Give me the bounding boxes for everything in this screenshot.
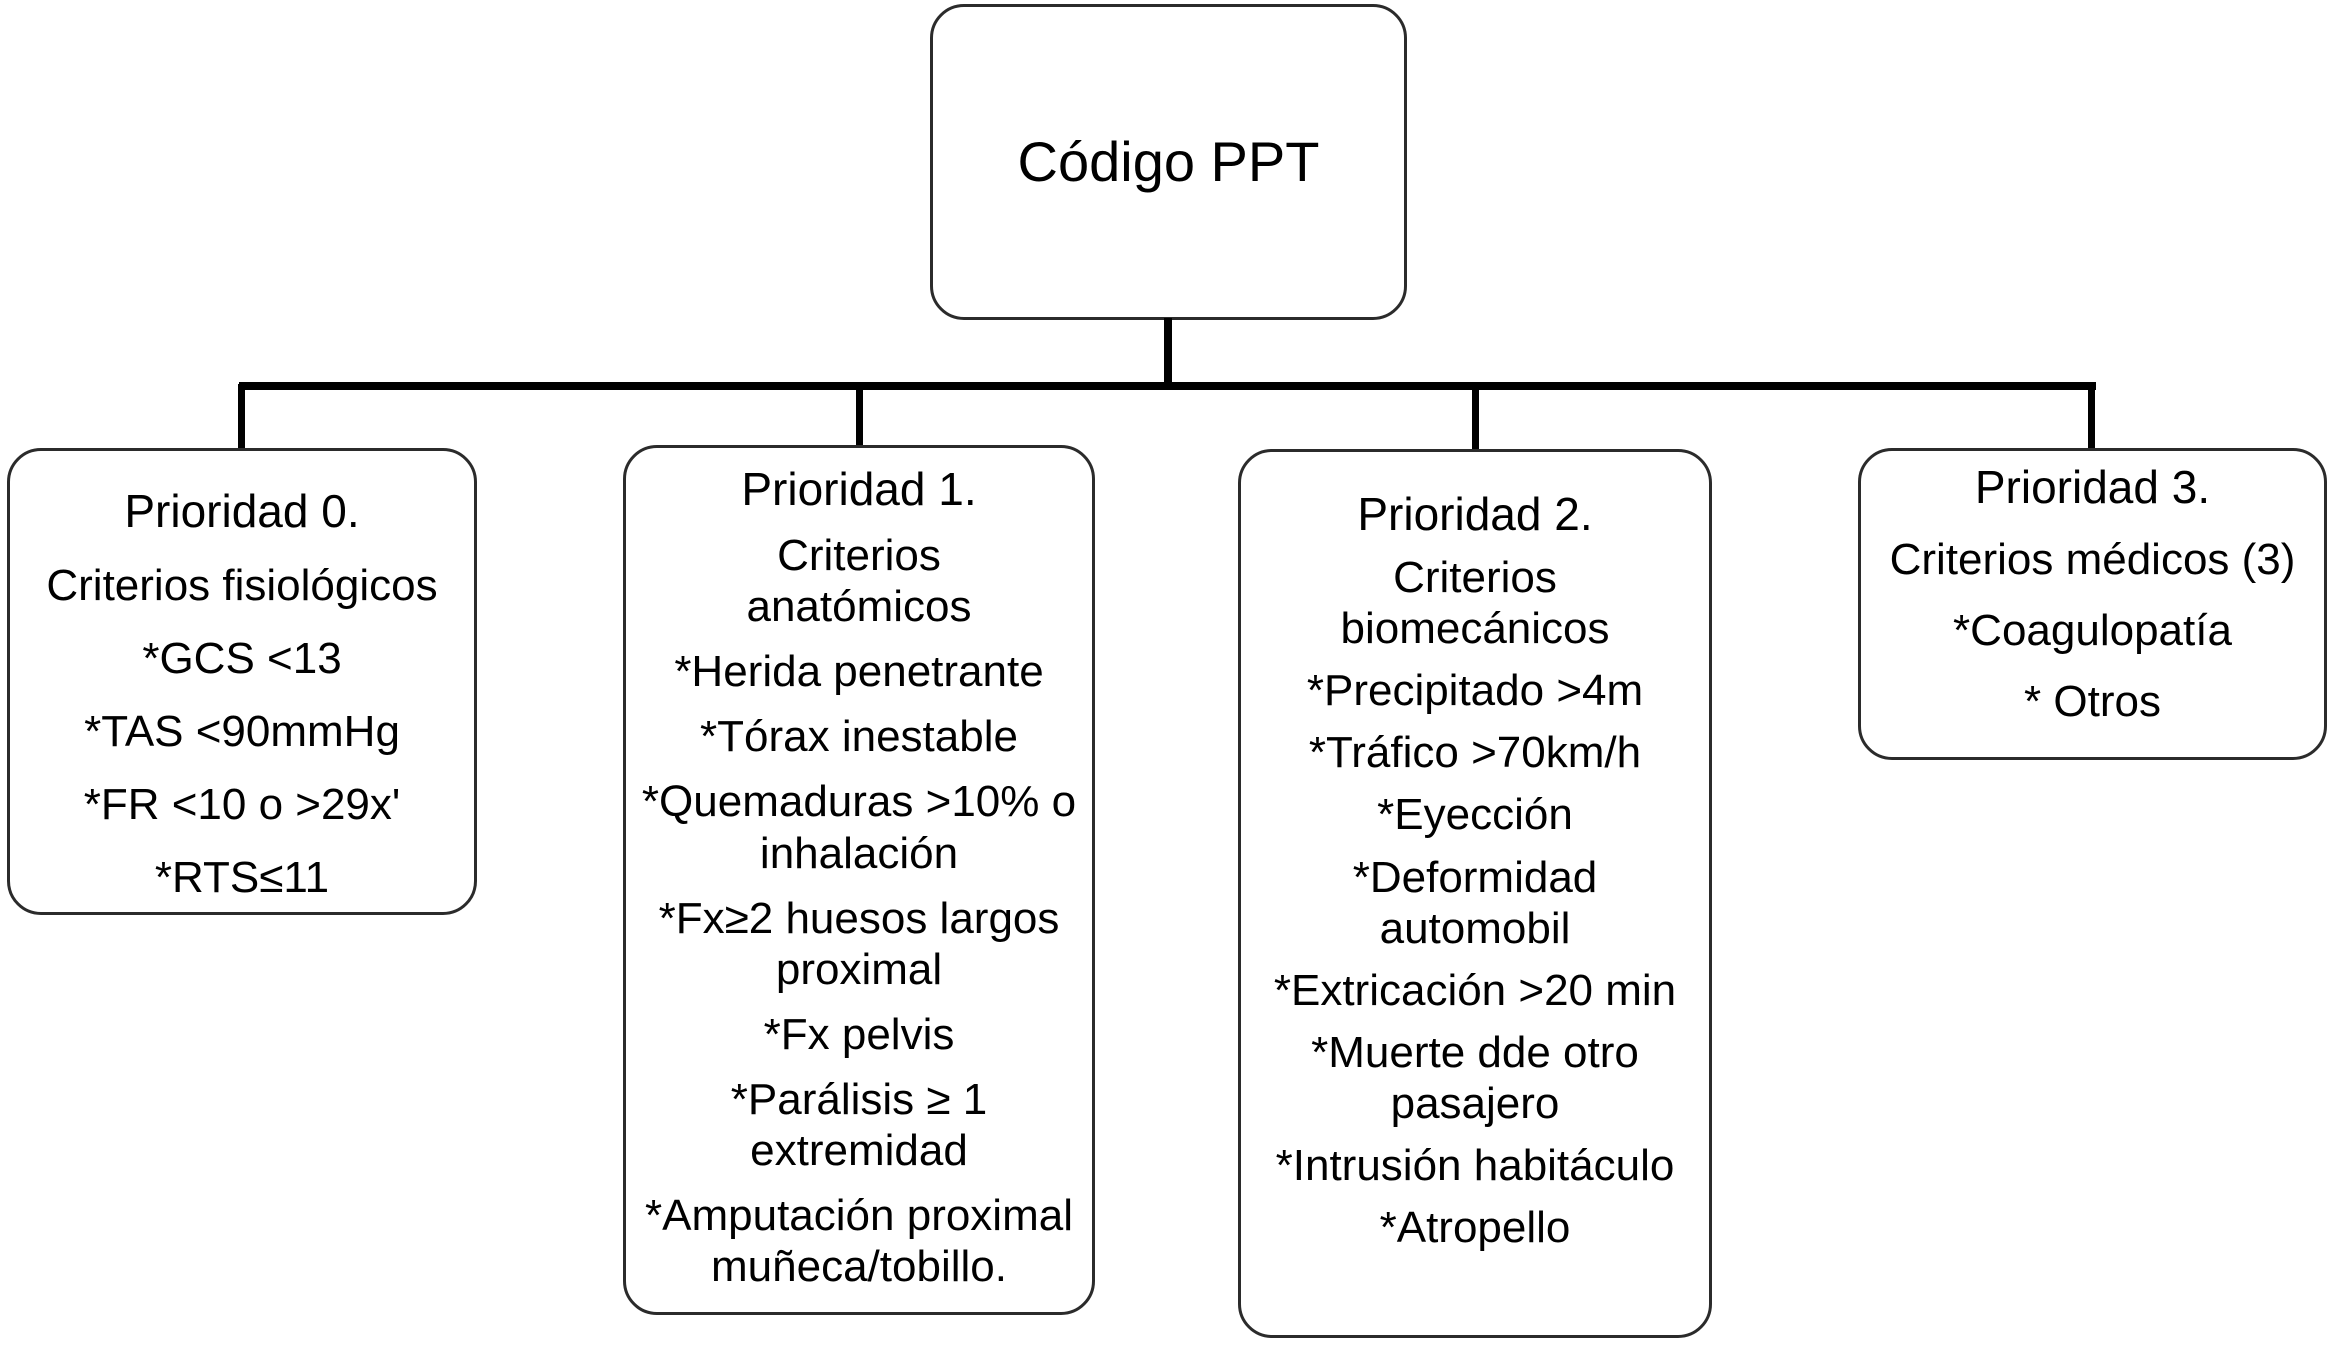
criteria-item: *Coagulopatía bbox=[1953, 606, 2232, 656]
priority-box-3-title: Prioridad 3. bbox=[1974, 461, 2211, 513]
priority-box-1-subtitle: Criterios anatómicos bbox=[746, 531, 972, 632]
criteria-item: * Otros bbox=[2024, 677, 2161, 727]
connector-horizontal-bar bbox=[239, 382, 2096, 390]
criteria-item: *Extricación >20 min bbox=[1273, 965, 1677, 1015]
priority-box-1-title: Prioridad 1. bbox=[741, 463, 977, 515]
priority-box-2: Prioridad 2. Criterios biomecánicos *Pre… bbox=[1238, 449, 1712, 1338]
priority-box-1: Prioridad 1. Criterios anatómicos *Herid… bbox=[623, 445, 1095, 1315]
criteria-item: *Fx≥2 huesos largos proximal bbox=[658, 893, 1060, 994]
connector-trunk-line bbox=[1164, 318, 1172, 390]
criteria-item: *Amputación proximal muñeca/tobillo. bbox=[645, 1190, 1073, 1291]
criteria-item: *FR <10 o >29x' bbox=[83, 780, 401, 830]
root-node-title: Código PPT bbox=[1017, 130, 1320, 194]
criteria-item: *TAS <90mmHg bbox=[84, 707, 400, 757]
root-node-codigo-ppt: Código PPT bbox=[930, 4, 1407, 320]
priority-box-2-title: Prioridad 2. bbox=[1357, 488, 1593, 540]
criteria-item: *Precipitado >4m bbox=[1306, 666, 1644, 716]
connector-drop-line-priority-0 bbox=[238, 384, 245, 450]
priority-box-0: Prioridad 0. Criterios fisiológicos *GCS… bbox=[7, 448, 477, 915]
criteria-item: *Eyección bbox=[1377, 790, 1573, 840]
connector-drop-line-priority-2 bbox=[1472, 384, 1479, 451]
criteria-item: *Muerte dde otro pasajero bbox=[1311, 1027, 1639, 1128]
criteria-item: *Intrusión habitáculo bbox=[1275, 1140, 1675, 1190]
priority-box-3-subtitle: Criterios médicos (3) bbox=[1889, 535, 2296, 585]
connector-drop-line-priority-1 bbox=[856, 384, 863, 447]
priority-box-2-subtitle: Criterios biomecánicos bbox=[1340, 553, 1610, 654]
criteria-item: *Herida penetrante bbox=[674, 647, 1044, 697]
criteria-item: *Quemaduras >10% o inhalación bbox=[641, 777, 1077, 878]
connector-drop-line-priority-3 bbox=[2088, 384, 2095, 450]
criteria-item: *Tórax inestable bbox=[700, 712, 1018, 762]
criteria-item: *Deformidad automobil bbox=[1352, 852, 1598, 953]
criteria-item: *GCS <13 bbox=[142, 634, 342, 684]
priority-box-3: Prioridad 3. Criterios médicos (3) *Coag… bbox=[1858, 448, 2327, 760]
priority-box-0-title: Prioridad 0. bbox=[124, 485, 360, 537]
criteria-item: *Fx pelvis bbox=[763, 1009, 955, 1059]
criteria-item: *RTS≤11 bbox=[154, 853, 330, 903]
criteria-item: *Tráfico >70km/h bbox=[1308, 728, 1642, 778]
criteria-item: *Parálisis ≥ 1 extremidad bbox=[730, 1074, 988, 1175]
criteria-item: *Atropello bbox=[1379, 1202, 1571, 1252]
priority-box-0-subtitle: Criterios fisiológicos bbox=[46, 561, 438, 611]
